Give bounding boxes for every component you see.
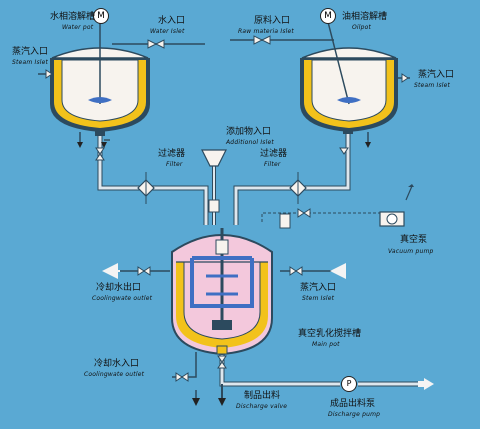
raw-material-inlet-label-en: Raw materia Islet — [238, 28, 294, 35]
additional-inlet-label: 添加物入口 — [226, 127, 272, 137]
steam-inlet-right-label-en: Steam Islet — [414, 82, 451, 89]
drain-arrow-left — [77, 142, 83, 148]
additional-inlet-label-en: Additionol Islet — [226, 139, 274, 146]
steam-inlet-main-label: 蒸汽入口 — [300, 283, 337, 293]
steam-inlet-right-label: 蒸汽入口 — [418, 70, 455, 80]
discharge-pump-icon: P — [341, 376, 357, 392]
flow-arrows — [77, 139, 434, 406]
vacuum-pump — [379, 184, 414, 227]
motor-icon-oil: M — [320, 8, 336, 24]
filter-left-label-en: Filter — [166, 161, 183, 168]
filter-left-label: 过滤器 — [158, 149, 186, 159]
filter-right — [289, 172, 307, 204]
water-pot-label: 水相溶解槽 — [50, 12, 96, 22]
filter-left — [137, 172, 155, 204]
motor-icon-water: M — [93, 8, 109, 24]
raw-material-inlet-label: 原料入口 — [254, 16, 291, 26]
filter-right-label: 过滤器 — [260, 149, 288, 159]
valves — [45, 35, 409, 382]
water-inlet-label: 水入口 — [158, 16, 186, 26]
cooling-outlet-label-en: Coolingwate outlet — [92, 295, 153, 302]
main-pot — [171, 228, 273, 356]
cooling-inlet-label-en: Coolingwate outlet — [84, 371, 145, 378]
oil-pot — [300, 21, 398, 134]
additional-inlet-funnel — [201, 149, 227, 213]
cooling-drain-arrow — [192, 398, 200, 406]
steam-inlet-left-label: 蒸汽入口 — [12, 47, 49, 57]
discharge-arrow — [218, 398, 226, 406]
vacuum-pump-label-en: Vacuum pump — [388, 248, 434, 255]
water-pot-label-en: Water pot — [62, 24, 94, 31]
discharge-pump-label-en: Discharge pump — [328, 411, 381, 418]
water-inlet-label-en: Water Islet — [150, 28, 185, 35]
oil-pot-label-en: Oilpot — [352, 24, 372, 31]
drain-arrow-right — [365, 142, 371, 148]
oil-pot-label: 油相溶解槽 — [342, 12, 388, 22]
discharge-pump-label: 成品出料泵 — [330, 399, 376, 409]
steam-inlet-left-label-en: Steam Islet — [12, 59, 49, 66]
discharge-valve-label-en: Discharge valve — [236, 403, 288, 410]
steam-inlet-main-label-en: Stem Islet — [302, 295, 335, 302]
cooling-inlet-label: 冷却水入口 — [94, 359, 140, 369]
filter-right-label-en: Filter — [264, 161, 281, 168]
main-pot-label-en: Main pot — [312, 341, 340, 348]
vacuum-pump-label: 真空泵 — [400, 235, 428, 245]
discharge-valve-label: 制品出料 — [244, 391, 281, 401]
main-pot-label: 真空乳化搅拌槽 — [298, 329, 362, 339]
water-pot — [50, 22, 150, 136]
cooling-outlet-label: 冷却水出口 — [96, 283, 142, 293]
